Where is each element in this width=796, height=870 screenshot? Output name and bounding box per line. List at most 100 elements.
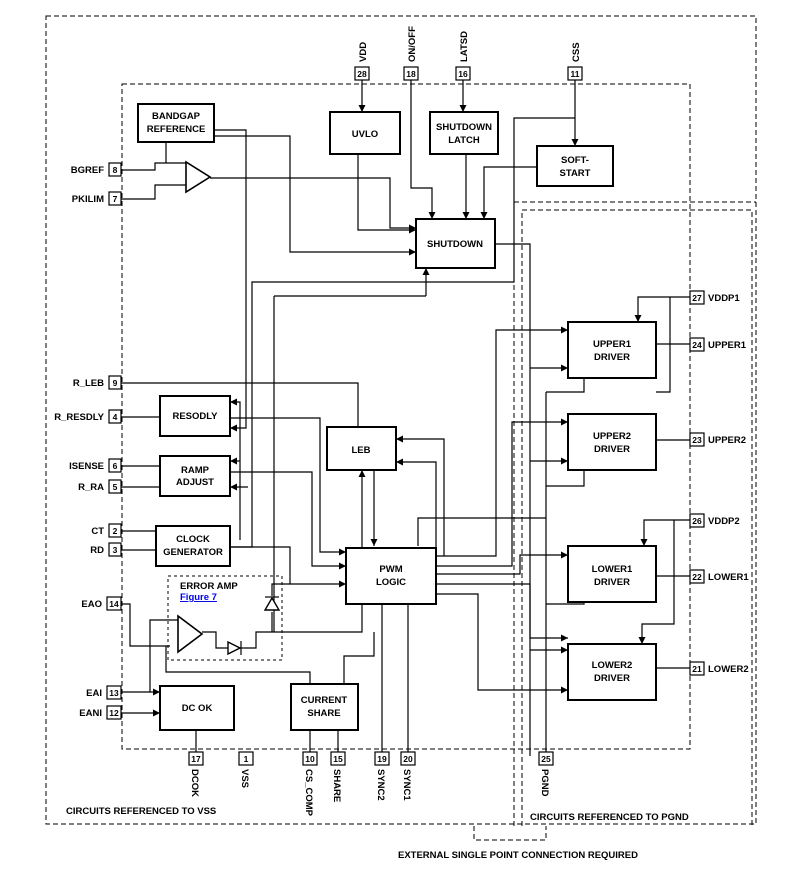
clock-generator-label-1: CLOCK	[176, 534, 210, 545]
shutdown-latch-label-2: LATCH	[448, 135, 480, 146]
block-dc-ok: DC OK	[159, 685, 235, 731]
pins-top: 28 VDD 18 ON/OFF 16 LATSD 11 CSS	[354, 26, 583, 81]
figure-7-link[interactable]: Figure 7	[180, 592, 217, 603]
pin-number: 24	[692, 340, 702, 350]
pin-label-isense: ISENSE	[69, 461, 104, 472]
pin-number: 26	[692, 516, 702, 526]
pin-number: 19	[377, 754, 387, 764]
upper1-driver-label-1: UPPER1	[593, 339, 632, 350]
current-share-label-1: CURRENT	[301, 695, 348, 706]
lower1-driver-label-1: LOWER1	[592, 564, 633, 575]
pin-number: 4	[113, 412, 118, 422]
pin-label-latsd: LATSD	[459, 31, 470, 62]
upper2-driver-label-1: UPPER2	[593, 431, 631, 442]
upper2-driver-label-2: DRIVER	[594, 444, 630, 455]
outer-boundary	[45, 15, 757, 825]
uvlo-label: UVLO	[352, 129, 378, 140]
upper1-driver-label-2: DRIVER	[594, 352, 630, 363]
pin-number: 1	[244, 754, 249, 764]
ramp-adjust-label-2: ADJUST	[176, 477, 214, 488]
block-lower2-driver: LOWER2 DRIVER	[567, 643, 657, 701]
pin-label-eani: EANI	[79, 708, 102, 719]
pin-label-vddp2: VDDP2	[708, 516, 740, 527]
single-point-connection	[473, 826, 547, 841]
pin-label-eai: EAI	[86, 688, 102, 699]
pin-number: 28	[357, 69, 367, 79]
clamp-diode-icon	[263, 596, 281, 611]
pin-number: 16	[458, 69, 468, 79]
pin-label-sync1: SYNC1	[401, 769, 412, 801]
diode-icon	[227, 640, 242, 656]
pin-label-sync2: SYNC2	[375, 769, 386, 801]
pin-number: 3	[113, 545, 118, 555]
block-soft-start: SOFT- START	[536, 145, 614, 187]
block-pwm-logic: PWM LOGIC	[345, 547, 437, 605]
pin-number: 15	[333, 754, 343, 764]
soft-start-label-1: SOFT-	[561, 155, 589, 166]
pin-label-vddp1: VDDP1	[708, 293, 740, 304]
block-bandgap-reference: BANDGAP REFERENCE	[137, 103, 215, 143]
pin-number: 10	[305, 754, 315, 764]
pin-label-share: SHARE	[331, 769, 342, 802]
error-amp-boundary	[167, 575, 283, 661]
shutdown-label: SHUTDOWN	[427, 239, 483, 250]
pin-label-r-leb: R_LEB	[73, 378, 104, 389]
error-amplifier-icon	[177, 614, 204, 654]
pins-right: 27 VDDP1 24 UPPER1 23 UPPER2 26 VDDP2 22…	[689, 290, 749, 676]
pin-number: 27	[692, 293, 702, 303]
pin-number: 18	[406, 69, 416, 79]
pwm-logic-label-2: LOGIC	[376, 577, 406, 588]
pin-number: 13	[109, 688, 119, 698]
bandgap-label-1: BANDGAP	[152, 111, 201, 122]
block-lower1-driver: LOWER1 DRIVER	[567, 545, 657, 603]
pin-label-eao: EAO	[81, 599, 102, 610]
pin-label-pgnd: PGND	[539, 769, 550, 797]
pin-number: 22	[692, 572, 702, 582]
leb-label: LEB	[352, 445, 371, 456]
pin-number: 9	[113, 378, 118, 388]
pin-label-r-ra: R_RA	[78, 482, 104, 493]
clock-generator-label-2: GENERATOR	[163, 547, 223, 558]
pin-number: 17	[191, 754, 201, 764]
wires	[121, 80, 690, 756]
pin-label-css: CSS	[571, 42, 582, 62]
pin-number: 25	[541, 754, 551, 764]
block-shutdown: SHUTDOWN	[415, 218, 496, 269]
error-amp-label: ERROR AMP	[180, 581, 238, 592]
pin-number: 8	[113, 165, 118, 175]
pins-left: 8 BGREF 7 PKILIM 9 R_LEB 4 R_RESDLY 6 IS…	[54, 162, 122, 720]
connection-note: EXTERNAL SINGLE POINT CONNECTION REQUIRE…	[398, 850, 638, 861]
chip-boundary	[121, 83, 691, 750]
pin-number: 2	[113, 526, 118, 536]
pin-number: 23	[692, 435, 702, 445]
block-resodly: RESODLY	[159, 395, 231, 437]
lower1-driver-label-2: DRIVER	[594, 577, 630, 588]
region-outlines	[45, 15, 757, 841]
pin-label-vdd: VDD	[358, 42, 369, 62]
pgnd-region-note: CIRCUITS REFERENCED TO PGND	[530, 812, 689, 823]
block-current-share: CURRENT SHARE	[290, 683, 359, 731]
pin-number: 12	[109, 708, 119, 718]
bandgap-label-2: REFERENCE	[147, 124, 206, 135]
soft-start-label-2: START	[560, 168, 591, 179]
pin-number: 11	[571, 69, 580, 79]
pin-number: 6	[113, 461, 118, 471]
vss-region-note: CIRCUITS REFERENCED TO VSS	[66, 806, 216, 817]
block-upper1-driver: UPPER1 DRIVER	[567, 321, 657, 379]
pin-label-bgref: BGREF	[71, 165, 104, 176]
pin-label-lower2: LOWER2	[708, 664, 749, 675]
block-ramp-adjust: RAMP ADJUST	[159, 455, 231, 497]
lower2-driver-label-1: LOWER2	[592, 660, 633, 671]
current-share-label-2: SHARE	[307, 708, 340, 719]
pin-label-vss: VSS	[239, 769, 250, 788]
pin-label-dcok: DCOK	[189, 769, 200, 797]
block-upper2-driver: UPPER2 DRIVER	[567, 413, 657, 471]
pin-number: 5	[113, 482, 118, 492]
lower2-driver-label-2: DRIVER	[594, 673, 630, 684]
pin-number: 21	[692, 664, 702, 674]
pin-label-upper2: UPPER2	[708, 435, 746, 446]
pin-number: 14	[109, 599, 119, 609]
pin-label-on-off: ON/OFF	[407, 26, 418, 62]
pk-limit-comparator-icon	[185, 160, 212, 194]
